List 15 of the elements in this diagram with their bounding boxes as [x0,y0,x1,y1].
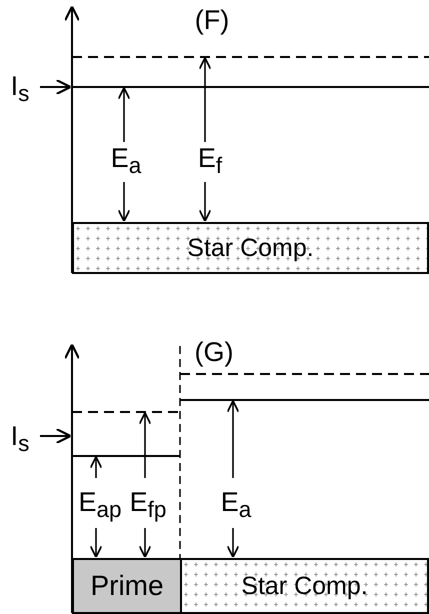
energy-label: E$_{a}$ [110,142,142,180]
axis-label: I$_{s}$ [10,70,30,108]
energy-label: E$_{fp}$ [130,486,166,524]
material-region [72,222,429,274]
energy-label: E$_{a}$ [220,486,252,524]
panel-label: (F) [194,5,230,35]
axis-label: I$_{s}$ [10,420,30,458]
panel-label: (G) [194,337,234,367]
energy-label: E$_{ap}$ [78,486,122,524]
region-label: Prime [90,570,164,602]
material-region [180,558,429,614]
material-region [72,558,182,614]
region-label: Star Comp. [241,572,368,600]
energy-label: E$_{f}$ [198,142,222,180]
region-label: Star Comp. [187,234,314,262]
